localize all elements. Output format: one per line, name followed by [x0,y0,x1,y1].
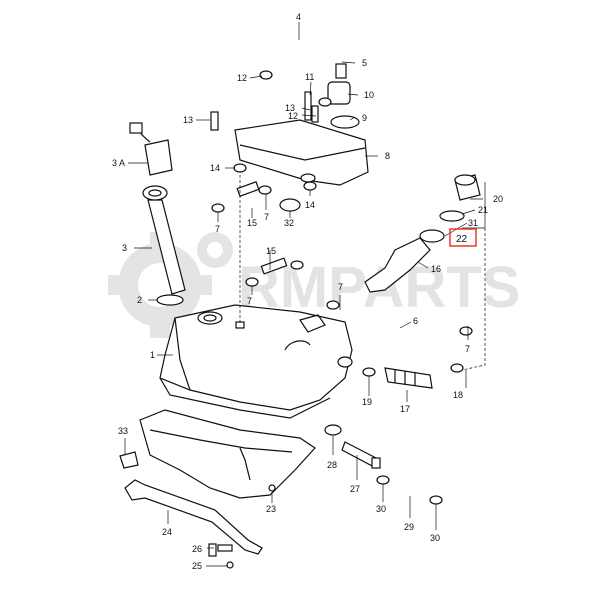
callout-28[interactable]: 28 [327,460,337,470]
callout-5[interactable]: 5 [362,58,367,68]
callout-20[interactable]: 20 [493,194,503,204]
callout-3[interactable]: 3 [122,243,127,253]
callout-18[interactable]: 18 [453,390,463,400]
callout-12a[interactable]: 12 [237,73,247,83]
grommet-32 [279,198,301,212]
callout-7c[interactable]: 7 [338,282,343,292]
bellows-17 [384,367,433,389]
highlight-box [449,228,477,247]
gear-logo-icon [108,232,233,338]
tube-11 [304,91,312,121]
callout-7a[interactable]: 7 [215,224,220,234]
callout-6[interactable]: 6 [413,316,418,326]
callout-10[interactable]: 10 [364,90,374,100]
callout-12b[interactable]: 12 [288,111,298,121]
callout-8[interactable]: 8 [385,151,390,161]
callout-labels: 4 5 12 11 10 13 12 9 13 8 3 A 14 14 20 2… [112,12,503,571]
callout-3a[interactable]: 3 A [112,158,125,168]
hose-15-lower [260,257,288,275]
callout-26[interactable]: 26 [192,544,202,554]
callout-27[interactable]: 27 [350,484,360,494]
valve-27 [341,441,381,469]
callout-7e[interactable]: 7 [247,296,252,306]
callout-16[interactable]: 16 [431,264,441,274]
callout-14a[interactable]: 14 [210,163,220,173]
fuel-tank [159,304,353,419]
callout-33[interactable]: 33 [118,426,128,436]
callout-30a[interactable]: 30 [376,504,386,514]
tank-strap [124,479,263,569]
callout-13a[interactable]: 13 [285,103,295,113]
o-ring-2 [156,294,184,306]
grommet-14b [303,181,317,191]
callout-19[interactable]: 19 [362,397,372,407]
filler-neck-tube [142,185,186,295]
callout-9[interactable]: 9 [362,113,367,123]
callout-14b[interactable]: 14 [305,200,315,210]
callout-13b[interactable]: 13 [183,115,193,125]
callout-17[interactable]: 17 [400,404,410,414]
bracket-33 [119,451,139,469]
callout-29[interactable]: 29 [404,522,414,532]
gasket-28 [324,424,342,436]
callout-7d[interactable]: 7 [465,344,470,354]
callout-30b[interactable]: 30 [430,533,440,543]
callout-15a[interactable]: 15 [247,218,257,228]
sender-unit [129,122,173,176]
filler-cap-assembly [419,174,481,243]
bolts [208,105,319,557]
expansion-tank [234,119,369,186]
callout-23[interactable]: 23 [266,504,276,514]
callout-31[interactable]: 31 [468,218,478,228]
callout-2[interactable]: 2 [137,295,142,305]
callout-11[interactable]: 11 [305,72,314,82]
leader-lines [124,22,486,567]
callout-25[interactable]: 25 [192,561,202,571]
filler-hose-16 [364,237,431,293]
tank-shield [139,409,316,499]
callout-21[interactable]: 21 [478,205,488,215]
gasket-9 [330,115,360,129]
valve-10 [327,63,351,105]
hose-15-upper [236,181,260,197]
callout-1[interactable]: 1 [150,350,155,360]
callout-32[interactable]: 32 [284,218,294,228]
callout-22[interactable]: 22 [456,234,468,245]
callout-24[interactable]: 24 [162,527,172,537]
callout-15b[interactable]: 15 [266,246,276,256]
callout-4[interactable]: 4 [296,12,301,22]
grommet-14a [233,163,247,173]
vent-hose-4 [277,37,329,91]
callout-7b[interactable]: 7 [264,212,269,222]
